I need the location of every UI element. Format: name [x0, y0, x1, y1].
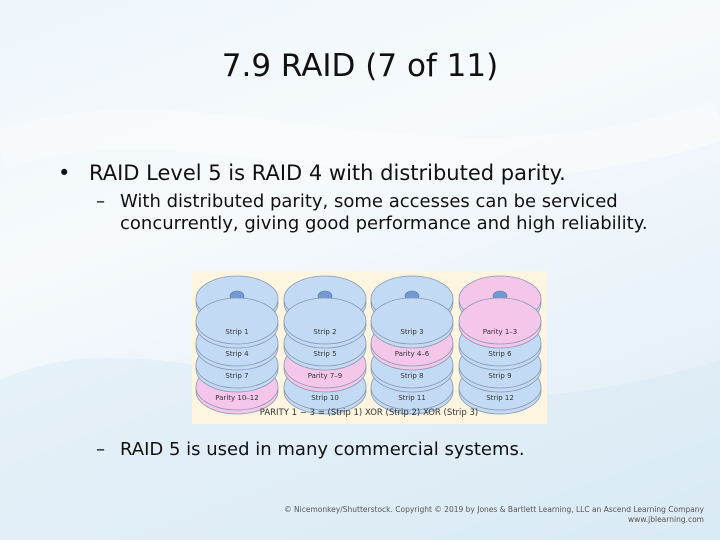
strip-label: Strip 3: [400, 328, 423, 336]
platter-surface: [370, 297, 454, 345]
disk-1: Parity 10–12 Strip 7 Strip 4 Strip 1: [195, 275, 279, 415]
strip-label: Parity 7–9: [308, 372, 343, 380]
data-platter: Strip 2: [283, 297, 367, 349]
strip-label: Parity 1–3: [483, 328, 518, 336]
strip-label: Parity 4–6: [395, 350, 430, 358]
copyright-credit: © Nicemonkey/Shutterstock. Copyright © 2…: [284, 505, 704, 525]
strip-label: Strip 5: [313, 350, 336, 358]
strip-label: Strip 10: [311, 394, 339, 402]
disk-4: Strip 12 Strip 9 Strip 6 Parity 1–3: [458, 275, 542, 415]
strip-label: Strip 8: [400, 372, 423, 380]
sub-bullet-dash: –: [96, 191, 105, 212]
strip-label: Strip 12: [486, 394, 514, 402]
credit-line: © Nicemonkey/Shutterstock. Copyright © 2…: [284, 505, 704, 514]
data-platter: Strip 3: [370, 297, 454, 349]
disk-3: Strip 11 Strip 8 Parity 4–6 Strip 3: [370, 275, 454, 415]
platter-surface: [195, 297, 279, 345]
sub-bullet-text: RAID 5 is used in many commercial system…: [120, 439, 525, 460]
strip-label: Strip 4: [225, 350, 249, 358]
strip-label: Strip 2: [313, 328, 336, 336]
bullet-dot: •: [58, 161, 71, 185]
parity-caption: PARITY 1 − 3 = (Strip 1) XOR (Strip 2) X…: [260, 408, 479, 418]
strip-label: Strip 7: [225, 372, 248, 380]
strip-label: Strip 1: [225, 328, 248, 336]
raid5-figure: Parity 10–12 Strip 7 Strip 4 Strip 1 Strip 1…: [192, 271, 547, 424]
strip-label: Parity 10–12: [215, 394, 258, 402]
strip-label: Strip 9: [488, 372, 511, 380]
strip-label: Strip 6: [488, 350, 512, 358]
credit-url: www.jblearning.com: [628, 515, 704, 524]
disk-2: Strip 10 Parity 7–9 Strip 5 Strip 2: [283, 275, 367, 415]
parity-platter: Parity 1–3: [458, 297, 542, 349]
bullet-text: RAID Level 5 is RAID 4 with distributed …: [89, 161, 566, 185]
platter-surface: [283, 297, 367, 345]
strip-label: Strip 11: [398, 394, 426, 402]
platter-surface: [458, 297, 542, 345]
sub-bullet-text: With distributed parity, some accesses c…: [120, 191, 648, 234]
data-platter: Strip 1: [195, 297, 279, 349]
raid5-disk-diagram: Parity 10–12 Strip 7 Strip 4 Strip 1 Strip 1…: [195, 275, 542, 418]
sub-bullet-dash: –: [96, 439, 105, 460]
slide-title: 7.9 RAID (7 of 11): [221, 48, 499, 84]
